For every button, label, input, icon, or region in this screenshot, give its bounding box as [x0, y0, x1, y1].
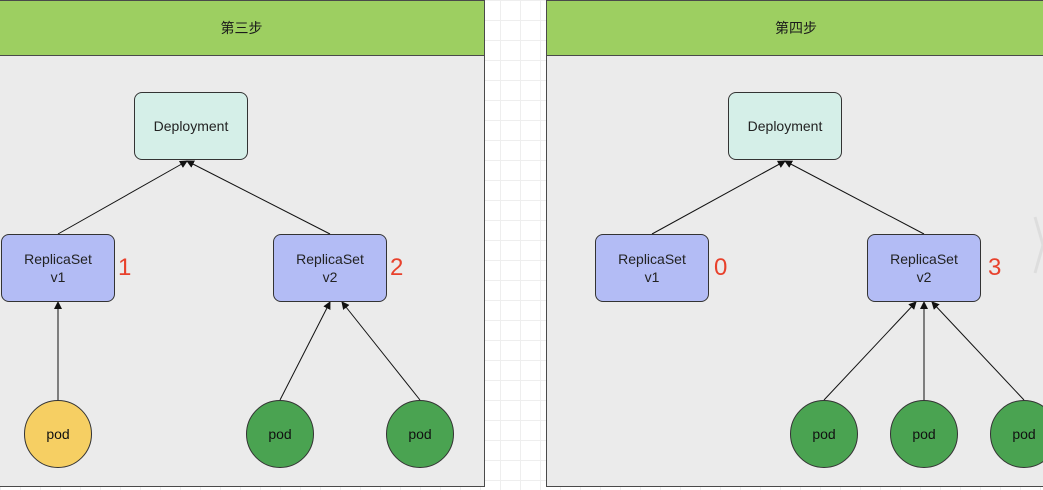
replicaset-version: v1	[50, 269, 66, 285]
replicaset-label: ReplicaSet	[618, 251, 686, 267]
replicaset-v1-box[interactable]: ReplicaSet v1	[595, 234, 709, 302]
pod-label: pod	[1012, 426, 1036, 442]
pod-label: pod	[268, 426, 292, 442]
deployment-label: Deployment	[153, 118, 229, 134]
replicaset-label: ReplicaSet	[296, 251, 364, 267]
replicaset-v2-box[interactable]: ReplicaSet v2	[867, 234, 981, 302]
deployment-box[interactable]: Deployment	[134, 92, 248, 160]
replicaset-v2-count: 3	[988, 254, 1002, 281]
replicaset-v2-count: 2	[390, 254, 404, 281]
step-3-panel: 第三步 Deployment ReplicaSet v1 1 ReplicaSe…	[0, 0, 485, 487]
edge-pod3-to-rs2	[341, 301, 421, 401]
pod-v1-circle[interactable]: pod	[24, 400, 92, 468]
step-3-edges	[54, 160, 421, 401]
edge-pod1-to-rs2	[823, 301, 917, 401]
edge-pod3-to-rs2	[931, 301, 1025, 401]
replicaset-version: v2	[322, 269, 338, 285]
replicaset-v1-count: 0	[714, 254, 728, 281]
replicaset-v1-box[interactable]: ReplicaSet v1	[1, 234, 115, 302]
pod-label: pod	[812, 426, 836, 442]
pod-label: pod	[46, 426, 70, 442]
replicaset-version: v2	[916, 269, 932, 285]
edge-rs1-to-deployment	[57, 160, 188, 235]
pod-v2-circle[interactable]: pod	[890, 400, 958, 468]
replicaset-version: v1	[644, 269, 660, 285]
pod-v2-circle[interactable]: pod	[386, 400, 454, 468]
replicaset-label: ReplicaSet	[24, 251, 92, 267]
edge-rs2-to-deployment	[186, 160, 331, 235]
step-4-title: 第四步	[547, 1, 1043, 56]
chevron-right-icon[interactable]	[1033, 215, 1043, 275]
pod-v2-circle[interactable]: pod	[246, 400, 314, 468]
edge-rs2-to-deployment	[784, 160, 925, 235]
edge-rs1-to-deployment	[651, 160, 786, 235]
deployment-box[interactable]: Deployment	[728, 92, 842, 160]
pod-v2-circle[interactable]: pod	[790, 400, 858, 468]
deployment-label: Deployment	[747, 118, 823, 134]
replicaset-v1-count: 1	[118, 254, 132, 281]
pod-label: pod	[912, 426, 936, 442]
edge-pod2-to-rs2	[279, 301, 331, 401]
replicaset-label: ReplicaSet	[890, 251, 958, 267]
step-3-title: 第三步	[0, 1, 484, 56]
pod-v2-circle[interactable]: pod	[990, 400, 1043, 468]
step-4-panel: 第四步 Deployment ReplicaSet v1 0 ReplicaSe…	[546, 0, 1043, 487]
step-4-edges	[651, 160, 1025, 401]
replicaset-v2-box[interactable]: ReplicaSet v2	[273, 234, 387, 302]
pod-label: pod	[408, 426, 432, 442]
